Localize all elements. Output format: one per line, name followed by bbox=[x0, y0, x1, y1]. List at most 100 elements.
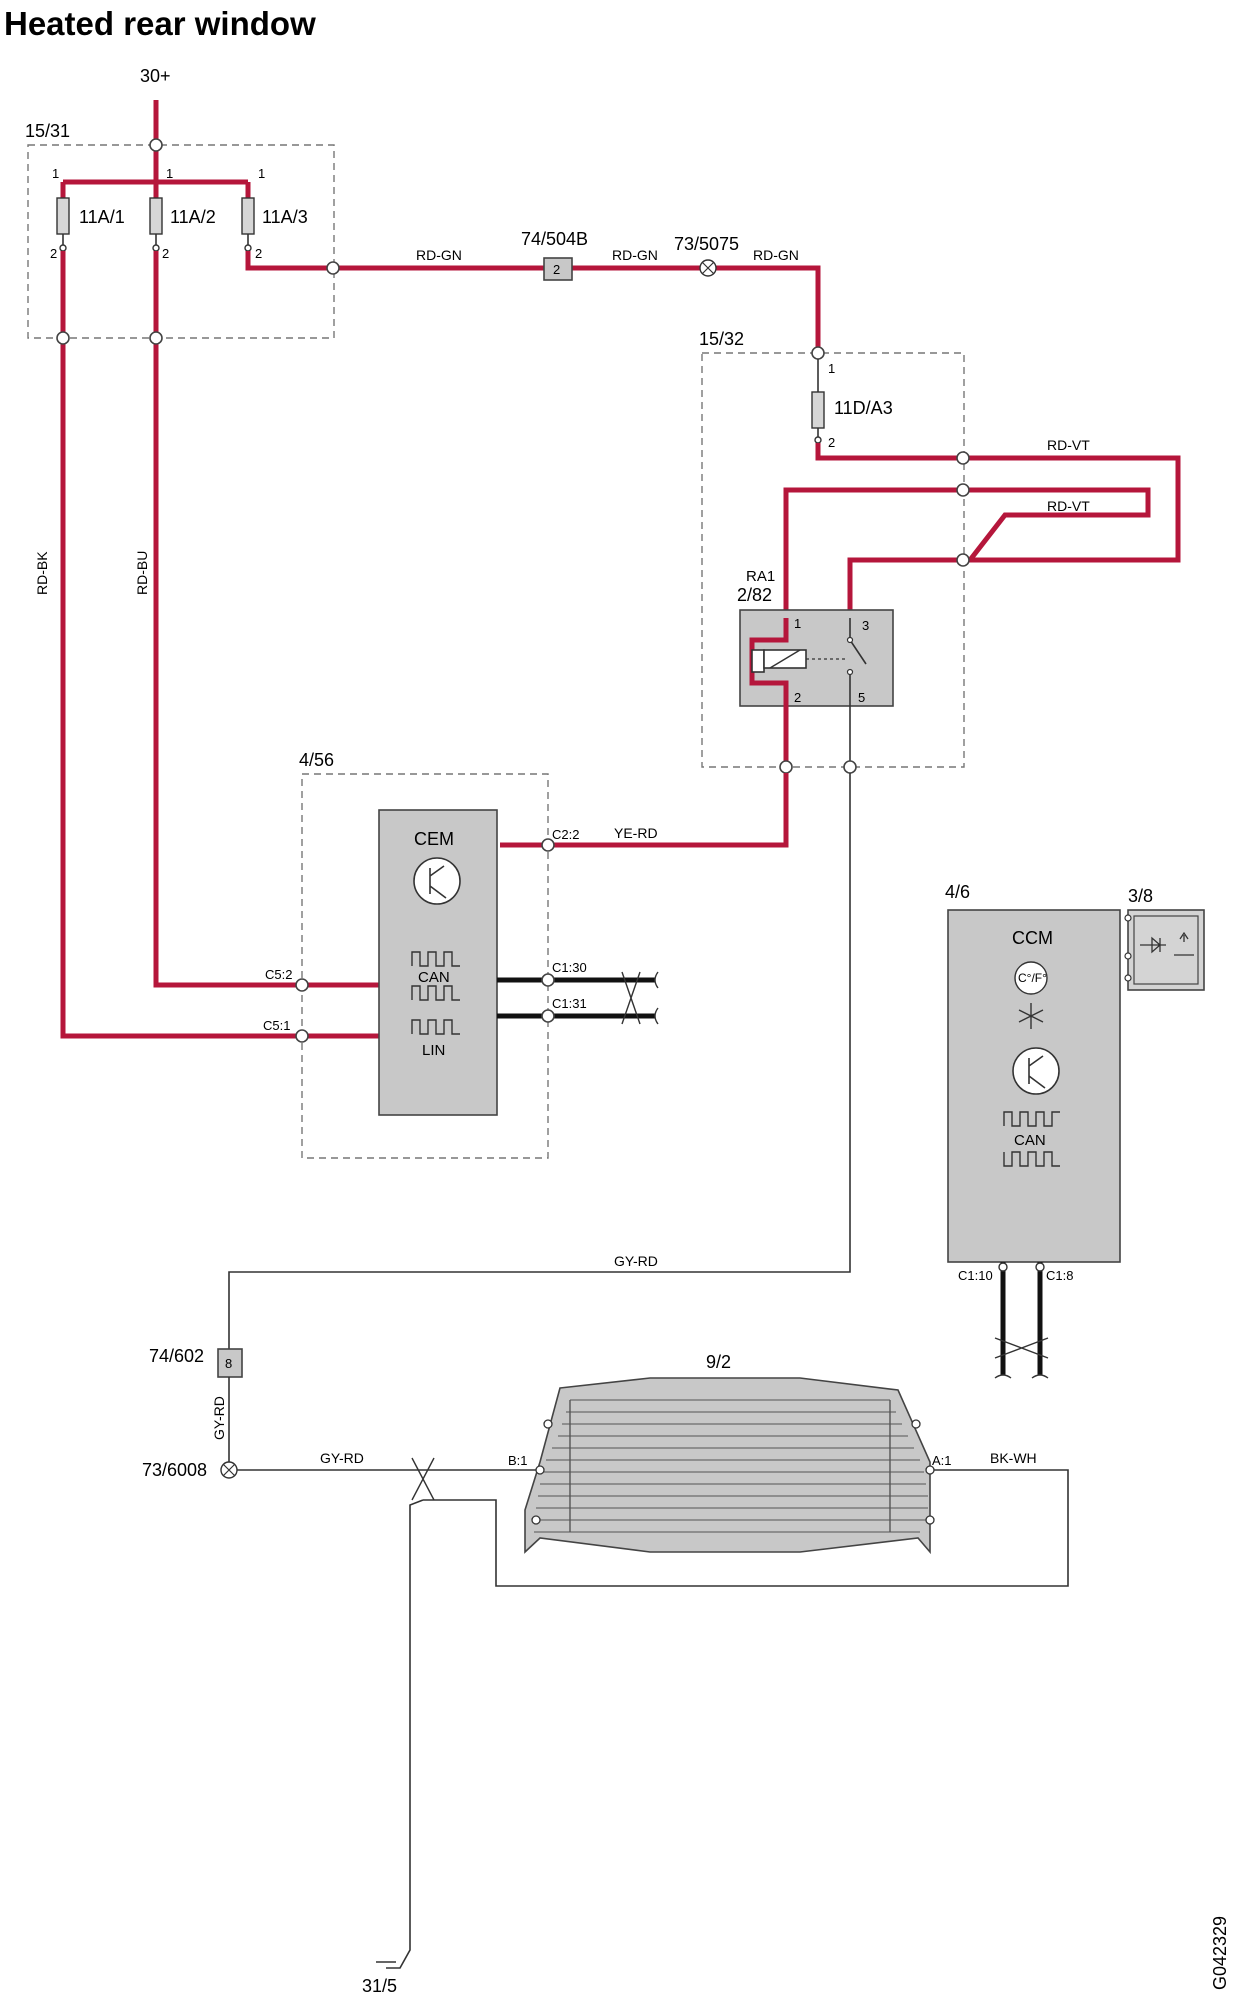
cem-box bbox=[378, 809, 498, 1116]
wire-rd-bk bbox=[60, 251, 380, 1039]
fuse-11da3-label: 11D/A3 bbox=[834, 398, 893, 418]
cem-transistor-icon bbox=[413, 857, 461, 905]
fuse-11a2-label: 11A/2 bbox=[170, 207, 216, 227]
cem-pin-c1-30-node bbox=[541, 973, 555, 987]
switch-module-pin-2 bbox=[1124, 952, 1132, 960]
cem-pin-c5-1: C5:1 bbox=[263, 1018, 290, 1033]
cem-can-break-icon bbox=[654, 971, 659, 1025]
wire-rd-bk-label: RD-BK bbox=[34, 551, 50, 595]
heater-window-outline bbox=[524, 1377, 931, 1555]
fuse-11a3-pin-dot bbox=[244, 244, 252, 252]
heater-mount-3 bbox=[531, 1515, 541, 1525]
fuse-11a1-pin-bottom: 2 bbox=[50, 246, 57, 261]
fuse-11a1-pin-dot bbox=[59, 244, 67, 252]
cem-pin-c1-31: C1:31 bbox=[552, 996, 587, 1011]
cem-pin-c5-1-node bbox=[295, 1029, 309, 1043]
cem-pin-c2-2: C2:2 bbox=[552, 827, 579, 842]
fuse-11a2-pin-dot bbox=[152, 244, 160, 252]
heater-mount-2 bbox=[911, 1419, 921, 1429]
switch-module-inner bbox=[1133, 915, 1199, 985]
connector-74-504b-label: 74/504B bbox=[521, 229, 588, 249]
ccm-snowflake-icon bbox=[1018, 1003, 1044, 1029]
relay-pin-5: 5 bbox=[858, 690, 865, 705]
fuse-11da3-pin-dot bbox=[814, 436, 822, 444]
switch-module-box bbox=[1127, 909, 1205, 991]
relay-pin-3: 3 bbox=[862, 618, 869, 633]
heater-mount-1 bbox=[543, 1419, 553, 1429]
heater-grid-lines bbox=[534, 1399, 928, 1533]
fusebox-main-label: 15/31 bbox=[25, 121, 70, 141]
cem-can-wave-icon bbox=[411, 951, 460, 967]
ground-twist-icon bbox=[411, 1457, 435, 1501]
connector-74-504b-box bbox=[543, 257, 573, 281]
splice-73-5075-label: 73/5075 bbox=[674, 234, 739, 254]
splice-73-6008-cross bbox=[222, 1463, 236, 1477]
cem-can-label: CAN bbox=[418, 969, 450, 986]
switch-module-pin-3 bbox=[1124, 974, 1132, 982]
connector-74-602-box bbox=[217, 1348, 243, 1378]
wire-rd-gn bbox=[245, 251, 821, 352]
fuse-11a2-pin-top: 1 bbox=[166, 166, 173, 181]
relay-coil-small-icon bbox=[751, 649, 765, 673]
fuse-11a3-pin-bottom: 2 bbox=[255, 246, 262, 261]
fusebox-relay-label: 15/32 bbox=[699, 329, 744, 349]
fuse-11a3-icon bbox=[241, 197, 255, 235]
heater-pin-b1: B:1 bbox=[508, 1453, 528, 1468]
switch-module-pin-1 bbox=[1124, 914, 1132, 922]
fusebox-relay-node-rdvt-1 bbox=[956, 451, 970, 465]
cem-pin-c2-2-node bbox=[541, 838, 555, 852]
fuse-11a3-pin-top: 1 bbox=[258, 166, 265, 181]
fusebox-relay-node-rdvt-3 bbox=[956, 553, 970, 567]
fusebox-relay-node-rdvt-2 bbox=[956, 483, 970, 497]
wire-rd-vt-upper bbox=[815, 443, 1181, 618]
wire-rd-vt-label-2: RD-VT bbox=[1047, 498, 1090, 514]
wire-rd-gn-label-3: RD-GN bbox=[753, 247, 799, 263]
relay-contact-pivot bbox=[846, 636, 854, 644]
cem-lin-label: LIN bbox=[422, 1042, 445, 1059]
relay-ref: 2/82 bbox=[737, 585, 772, 605]
supply-label: 30+ bbox=[140, 66, 171, 86]
fuse-stubs bbox=[62, 234, 249, 246]
cem-pin-c5-2: C5:2 bbox=[265, 967, 292, 982]
ccm-can-label: CAN bbox=[1014, 1132, 1046, 1149]
relay-contact-fixed bbox=[846, 668, 854, 676]
heater-ref: 9/2 bbox=[706, 1352, 731, 1372]
cem-transistor-glyph bbox=[429, 865, 447, 899]
ccm-pin-c1-8: C1:8 bbox=[1046, 1268, 1073, 1283]
wire-rd-bu-label: RD-BU bbox=[134, 551, 150, 595]
wire-ye-rd bbox=[500, 773, 789, 848]
connector-74-602-label: 74/602 bbox=[149, 1346, 204, 1366]
switch-module-led-icon bbox=[1140, 936, 1166, 954]
cem-outline bbox=[301, 773, 549, 1159]
splice-73-6008-label: 73/6008 bbox=[142, 1460, 207, 1480]
heater-pin-a1-node bbox=[925, 1465, 935, 1475]
ccm-pin-c1-10-node bbox=[998, 1262, 1008, 1272]
ccm-ref: 4/6 bbox=[945, 882, 970, 902]
wire-rd-bu bbox=[153, 251, 380, 988]
fusebox-main-node-3 bbox=[326, 261, 340, 275]
fusebox-main-node-2 bbox=[149, 331, 163, 345]
supply-node bbox=[149, 138, 163, 152]
cem-pin-c1-30: C1:30 bbox=[552, 960, 587, 975]
ccm-temp-unit: C°/F° bbox=[1018, 971, 1047, 985]
wire-ground-return bbox=[386, 1469, 1069, 1969]
cem-can-wave2-icon bbox=[411, 985, 460, 1001]
ccm-can-break-icon bbox=[994, 1374, 1049, 1379]
cem-name: CEM bbox=[414, 829, 454, 849]
ccm-can-wave2-icon bbox=[1003, 1151, 1060, 1167]
heater-pin-b1-node bbox=[535, 1465, 545, 1475]
fuse-11a2-pin-bottom: 2 bbox=[162, 246, 169, 261]
switch-module-label: 3/8 bbox=[1128, 886, 1153, 906]
connector-74-504b-pin: 2 bbox=[553, 262, 560, 277]
fuse-11a2-icon bbox=[149, 197, 163, 235]
ccm-temp-icon bbox=[1014, 961, 1048, 995]
ccm-transistor-glyph bbox=[1028, 1055, 1046, 1089]
relay-pin-2: 2 bbox=[794, 690, 801, 705]
wire-bk-wh-label: BK-WH bbox=[990, 1450, 1037, 1466]
wire-rd-gn-label-2: RD-GN bbox=[612, 247, 658, 263]
connector-74-602-pin: 8 bbox=[225, 1356, 232, 1371]
fuse-11da3-pin-bottom: 2 bbox=[828, 435, 835, 450]
wire-rd-vt-label-1: RD-VT bbox=[1047, 437, 1090, 453]
relay-box bbox=[739, 609, 894, 707]
